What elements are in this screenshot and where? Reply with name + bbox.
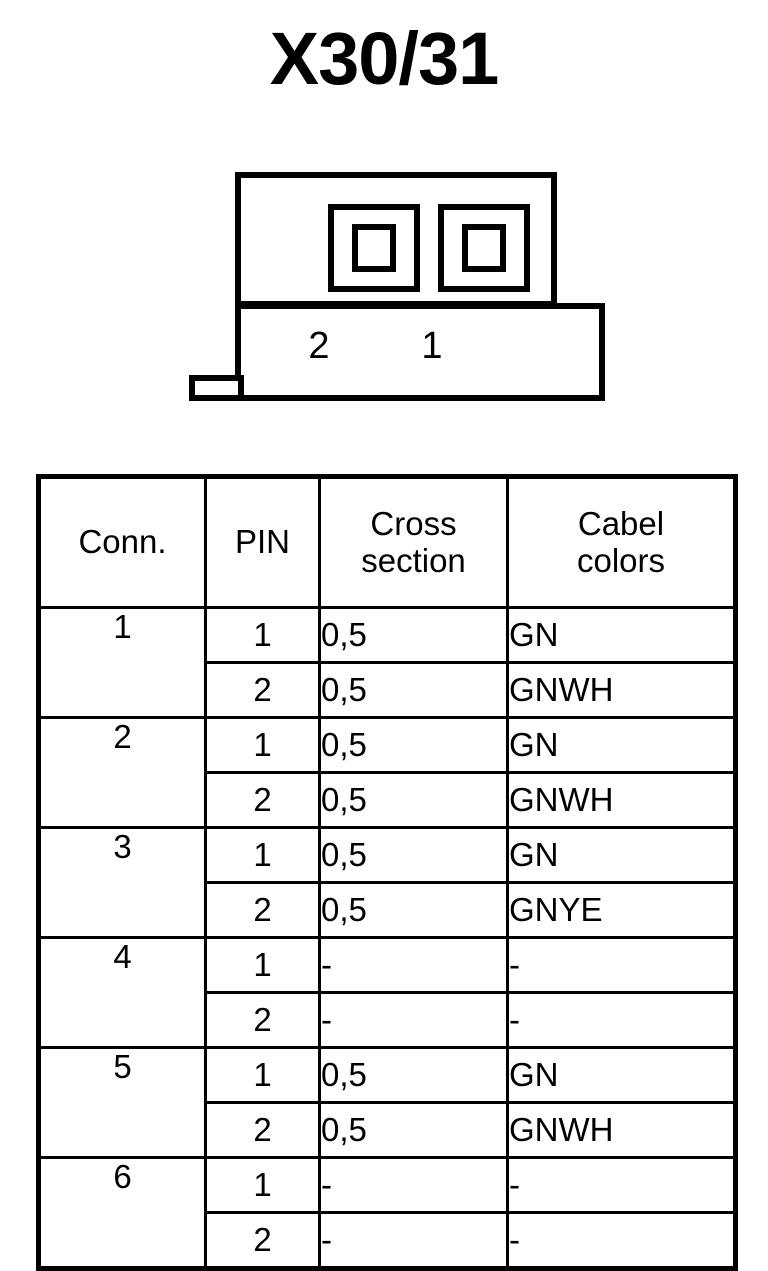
table-row: 2 1 0,5 GN <box>37 716 737 829</box>
cell-conn: 4 <box>37 936 207 1049</box>
cell-pin: 2 <box>204 1101 321 1159</box>
column-header-cross-section-line-2: section <box>361 541 466 579</box>
pin-symbol-2 <box>328 204 420 292</box>
cell-cable-color: - <box>506 1156 737 1214</box>
cell-pin: 1 <box>204 1156 321 1214</box>
column-header-cabel-colors-line-2: colors <box>576 541 666 579</box>
pinout-table: Conn. PIN Cross section Cabel colors 1 1… <box>36 474 738 1271</box>
cell-pin: 2 <box>204 771 321 829</box>
column-header-conn: Conn. <box>37 475 207 609</box>
cell-cable-color: GNWH <box>506 1101 737 1159</box>
pin-symbol-2-inner <box>352 224 396 272</box>
cell-cross-section: - <box>318 936 509 994</box>
table-row: 6 1 - - <box>37 1156 737 1270</box>
cell-conn: 1 <box>37 606 207 719</box>
cell-cross-section: 0,5 <box>318 771 509 829</box>
cell-cross-section: - <box>318 1211 509 1270</box>
page-title: X30/31 <box>269 17 500 100</box>
cell-cross-section: 0,5 <box>318 716 509 774</box>
column-header-cabel-colors-line-1: Cabel <box>577 504 665 542</box>
cell-cable-color: GN <box>506 716 737 774</box>
cell-pin: 2 <box>204 991 321 1049</box>
cell-cross-section: 0,5 <box>318 1101 509 1159</box>
cell-cable-color: - <box>506 1211 737 1270</box>
connector-body <box>235 303 605 401</box>
cell-cable-color: GN <box>506 1046 737 1104</box>
table-row: 2 - - <box>39 991 737 1049</box>
table-row: 2 0,5 GNWH <box>39 771 737 829</box>
pin-symbol-1-inner <box>462 224 506 272</box>
cell-cable-color: GNYE <box>506 881 737 939</box>
cell-cable-color: GNWH <box>506 661 737 719</box>
column-header-cross-section-line-1: Cross <box>370 504 457 542</box>
table-row: 2 0,5 GNWH <box>39 1101 737 1159</box>
cell-pin: 2 <box>204 661 321 719</box>
cell-conn: 6 <box>37 1156 207 1270</box>
column-header-pin: PIN <box>204 475 321 609</box>
cell-pin: 1 <box>204 606 321 664</box>
column-header-cabel-colors: Cabel colors <box>506 475 737 609</box>
table-header-row: Conn. PIN Cross section Cabel colors <box>37 475 737 609</box>
cell-cable-color: - <box>506 936 737 994</box>
column-header-conn-line-1: Conn. <box>78 523 167 561</box>
cell-cable-color: GNWH <box>506 771 737 829</box>
cell-conn: 3 <box>37 826 207 939</box>
cell-cross-section: 0,5 <box>318 881 509 939</box>
pin-symbol-1 <box>438 204 530 292</box>
cell-cross-section: 0,5 <box>318 826 509 884</box>
table-row: 2 - - <box>39 1211 737 1270</box>
cell-cable-color: - <box>506 991 737 1049</box>
column-header-cross-section: Cross section <box>318 475 509 609</box>
cell-pin: 2 <box>204 1211 321 1270</box>
table-row: 3 1 0,5 GN <box>37 826 737 939</box>
column-header-pin-line-1: PIN <box>234 523 290 561</box>
table-row: 4 1 - - <box>37 936 737 1049</box>
cell-pin: 1 <box>204 716 321 774</box>
cell-cross-section: - <box>318 1156 509 1214</box>
cell-pin: 1 <box>204 1046 321 1104</box>
table-row: 1 1 0,5 GN <box>37 606 737 719</box>
table-row: 2 0,5 GNWH <box>39 661 737 719</box>
cell-conn: 2 <box>37 716 207 829</box>
cell-conn: 5 <box>37 1046 207 1159</box>
table-row: 5 1 0,5 GN <box>37 1046 737 1159</box>
cell-cable-color: GN <box>506 606 737 664</box>
connector-pin-label-2: 2 <box>308 325 330 367</box>
connector-diagram: 2 1 <box>186 172 605 407</box>
cell-cable-color: GN <box>506 826 737 884</box>
connector-pin-label-1: 1 <box>421 325 443 367</box>
cell-pin: 1 <box>204 826 321 884</box>
cell-pin: 1 <box>204 936 321 994</box>
cell-pin: 2 <box>204 881 321 939</box>
connector-shell <box>235 172 557 307</box>
cell-cross-section: 0,5 <box>318 1046 509 1104</box>
cell-cross-section: 0,5 <box>318 606 509 664</box>
cell-cross-section: 0,5 <box>318 661 509 719</box>
table-row: 2 0,5 GNYE <box>39 881 737 939</box>
cell-cross-section: - <box>318 991 509 1049</box>
polarising-tab-icon <box>189 375 244 401</box>
